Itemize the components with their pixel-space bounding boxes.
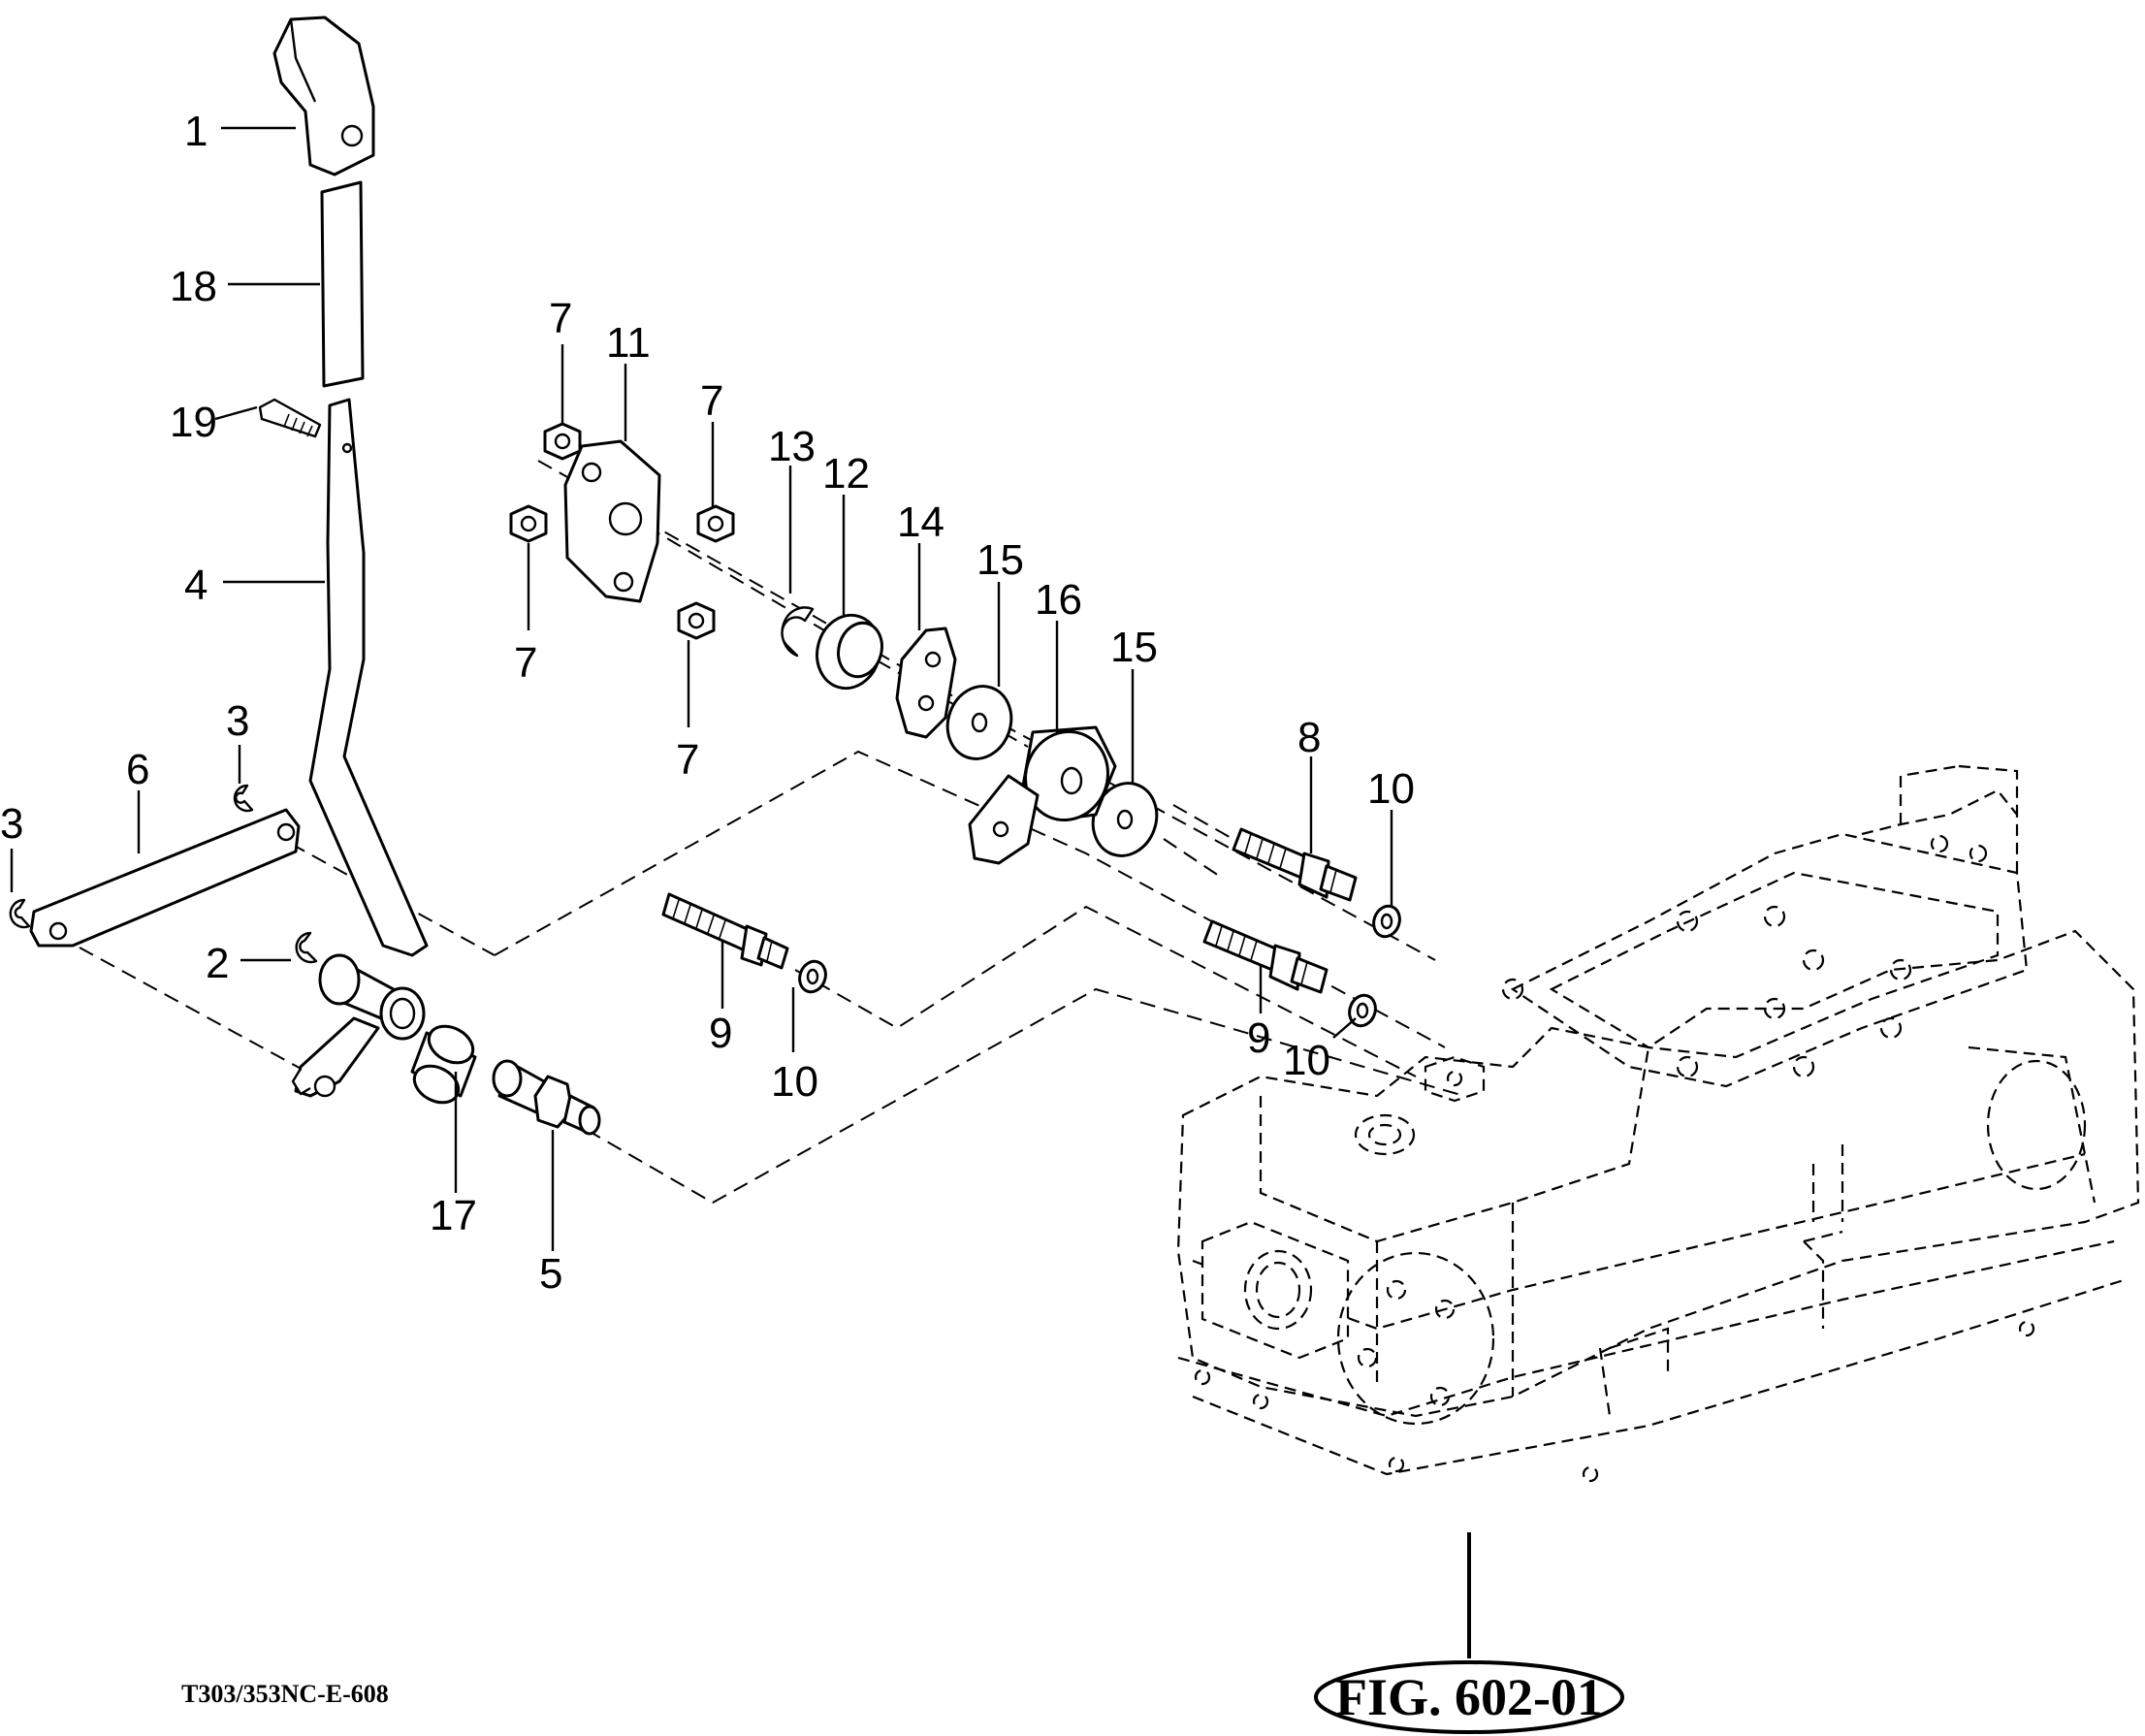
threaded-stud: [661, 892, 789, 970]
hex-nut: [677, 601, 716, 640]
threaded-stud: [1232, 827, 1358, 902]
callout-part-7: 7: [676, 736, 699, 784]
callout-part-9: 9: [1247, 1014, 1270, 1062]
screw: [258, 398, 322, 438]
callout-part-19: 19: [170, 399, 217, 446]
callout-part-17: 17: [430, 1192, 477, 1239]
assembly-lines: [57, 460, 1465, 1205]
callout-labels: 1 18 19 4 3 3 6 2 17 5 7 11 7 7 7 13 12 …: [0, 108, 1415, 1298]
cam-plate: [895, 627, 957, 739]
callout-part-16: 16: [1035, 576, 1082, 624]
threaded-stud: [1202, 919, 1329, 994]
callout-part-4: 4: [184, 562, 208, 609]
grip-sleeve: [320, 180, 365, 388]
sealing-washer: [798, 959, 827, 994]
callout-part-13: 13: [768, 423, 816, 470]
hex-nut: [543, 422, 582, 461]
retaining-clip: [9, 898, 31, 929]
callout-part-10: 10: [1283, 1037, 1330, 1084]
sealing-washer: [1372, 904, 1401, 939]
bushing: [410, 1024, 477, 1105]
callout-part-2: 2: [206, 940, 229, 987]
callout-part-3: 3: [0, 800, 23, 848]
callout-part-14: 14: [897, 498, 944, 546]
callout-part-9: 9: [709, 1010, 732, 1057]
mounting-plate: [563, 439, 661, 603]
callout-part-10: 10: [771, 1058, 818, 1106]
hex-nut: [509, 504, 548, 543]
callout-part-7: 7: [514, 639, 537, 687]
lever-knob: [272, 16, 375, 177]
figure-reference: FIG. 602-01: [1335, 1668, 1603, 1726]
callout-part-1: 1: [184, 108, 208, 155]
pivot-pin: [492, 1059, 601, 1136]
hydraulic-housing-outline: [1176, 764, 2140, 1483]
figure-reference-badge: FIG. 602-01: [1314, 1660, 1624, 1734]
callout-part-10: 10: [1367, 765, 1415, 813]
callout-part-12: 12: [822, 450, 870, 498]
callout-part-3: 3: [226, 697, 249, 745]
actuating-lever: [968, 725, 1117, 865]
callout-part-11: 11: [606, 319, 651, 367]
callout-part-7: 7: [549, 295, 572, 342]
hex-nut: [696, 504, 735, 543]
callout-part-6: 6: [126, 746, 149, 793]
retaining-clip: [781, 606, 815, 658]
sealing-washer: [1348, 993, 1377, 1028]
callout-part-7: 7: [700, 377, 723, 425]
drawing-code: T303/353NC-E-608: [181, 1680, 389, 1708]
flat-washer: [945, 685, 1013, 760]
callout-part-15: 15: [1110, 624, 1158, 671]
link-bar: [29, 808, 301, 948]
callout-part-18: 18: [170, 263, 217, 310]
callout-part-8: 8: [1297, 714, 1321, 761]
lever-arm: [308, 398, 429, 957]
lever-hub: [291, 953, 426, 1098]
spacer-ring: [816, 613, 883, 691]
retaining-clip: [295, 931, 318, 964]
leader-lines: [10, 126, 1471, 1658]
retaining-clip: [233, 784, 254, 813]
callout-part-15: 15: [976, 536, 1024, 584]
callout-part-5: 5: [539, 1250, 562, 1298]
